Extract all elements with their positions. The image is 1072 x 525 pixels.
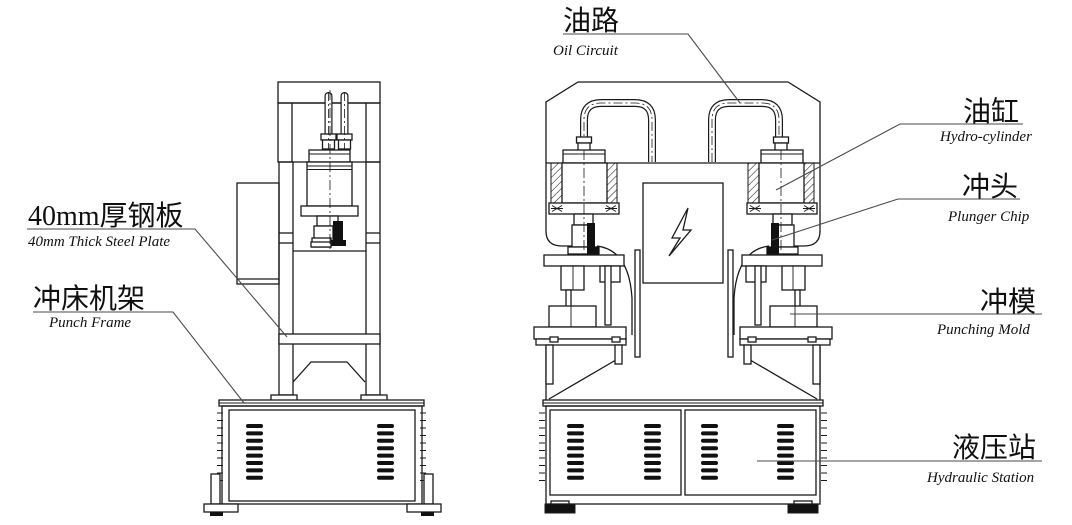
label-punch-frame-zh: 冲床机架: [33, 283, 145, 315]
label-hydro-cylinder-en: Hydro-cylinder: [939, 129, 1032, 145]
side-panel: [236, 182, 280, 285]
leader-punch-frame: [33, 311, 245, 404]
label-hydro-cylinder-zh: 油缸: [963, 96, 1019, 128]
label-oil-circuit-en: Oil Circuit: [553, 43, 619, 59]
front-guide-strips: [634, 249, 734, 358]
leader-oil-circuit: [563, 33, 741, 104]
leader-steel-plate: [27, 228, 288, 338]
label-plunger-chip-zh: 冲头: [962, 171, 1018, 203]
side-feet: [203, 473, 442, 516]
front-view: [533, 81, 833, 514]
side-steel-plate-crossbar: [278, 333, 381, 345]
side-gusset: [292, 361, 366, 383]
leader-lines: [27, 33, 1042, 462]
label-punching-mold-en: Punching Mold: [936, 322, 1030, 338]
leader-hydro-cylinder: [775, 123, 1023, 191]
side-oil-pipes: [320, 92, 353, 154]
label-hydraulic-station-zh: 液压站: [952, 432, 1036, 464]
labels: 油路 Oil Circuit 油缸 Hydro-cylinder 冲头 Plun…: [28, 5, 1036, 486]
label-steel-plate-en: 40mm Thick Steel Plate: [28, 234, 170, 250]
front-feet: [544, 500, 819, 514]
leader-plunger-chip: [771, 198, 1020, 241]
side-hydro-cylinder: [300, 149, 359, 217]
front-hydro-cylinder-right: [746, 136, 818, 255]
label-punching-mold-zh: 冲模: [980, 286, 1036, 318]
electric-box: [642, 182, 724, 284]
front-hydro-cylinder-left: [548, 136, 620, 255]
front-mold-left: [533, 254, 627, 385]
front-frame-body: [545, 347, 821, 400]
front-oil-pipes: [580, 99, 783, 162]
label-oil-circuit-zh: 油路: [563, 5, 619, 37]
lightning-bolt-icon: [668, 207, 693, 257]
side-plunger: [310, 90, 346, 249]
side-hydraulic-station: [203, 399, 442, 516]
label-punch-frame-en: Punch Frame: [48, 315, 131, 331]
front-hydraulic-station: [538, 399, 828, 514]
side-view: [203, 81, 442, 516]
label-hydraulic-station-en: Hydraulic Station: [926, 470, 1034, 486]
label-plunger-chip-en: Plunger Chip: [947, 209, 1030, 225]
front-mold-right: [739, 254, 833, 385]
label-steel-plate-zh: 40mm厚钢板: [28, 200, 184, 232]
front-head-frame: [545, 81, 821, 335]
